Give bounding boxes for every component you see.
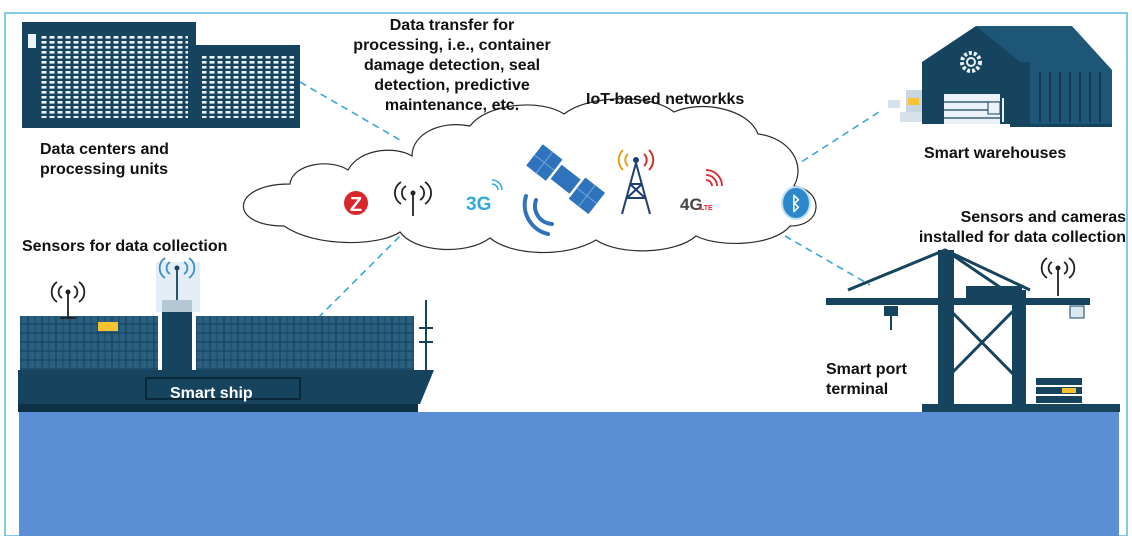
gear-icon [960, 51, 982, 73]
water-area [19, 412, 1119, 536]
iot-networks-label: IoT-based networkks [586, 91, 745, 108]
cell-tower-icon [617, 149, 655, 215]
ship [18, 262, 434, 412]
port-containers [1036, 378, 1082, 403]
port-crane [826, 248, 1120, 412]
satellite-icon [522, 142, 607, 236]
four-g-lte-icon [705, 169, 723, 187]
pallet-boxes [888, 90, 922, 122]
data-transfer-label: Data transfer for processing, i.e., cont… [353, 17, 551, 114]
zigbee-letter: Z [350, 194, 362, 216]
iot-cloud [242, 98, 817, 254]
bluetooth-icon [781, 186, 811, 220]
sensors-cameras-label: Sensors and cameras installed for data c… [918, 209, 1126, 246]
three-g-icon [491, 179, 503, 191]
three-g-text: 3G [466, 194, 491, 215]
lte-text: LTE [700, 205, 713, 212]
data-centers-label: Data centers and processing units [40, 141, 169, 178]
forklift-icon [987, 98, 1004, 122]
smart-warehouses-label: Smart warehouses [924, 145, 1067, 162]
warehouse-building [888, 26, 1112, 127]
antenna-icon-cloud [394, 181, 432, 216]
frame-border [4, 12, 1128, 536]
data-center-building [22, 22, 300, 128]
zigbee-icon [344, 191, 368, 215]
antenna-icon-port [1040, 257, 1076, 296]
four-g-text: 4G [680, 195, 703, 214]
sensors-data-collection-label: Sensors for data collection [22, 238, 228, 255]
network-links [299, 81, 883, 319]
smart-ship-label: Smart ship [170, 385, 253, 402]
antenna-icon-ship-bow [50, 281, 86, 319]
smart-port-terminal-label: Smart port terminal [826, 361, 907, 398]
antenna-icon-ship-bridge [158, 257, 196, 300]
bluetooth-glyph: ᛒ [790, 193, 801, 215]
